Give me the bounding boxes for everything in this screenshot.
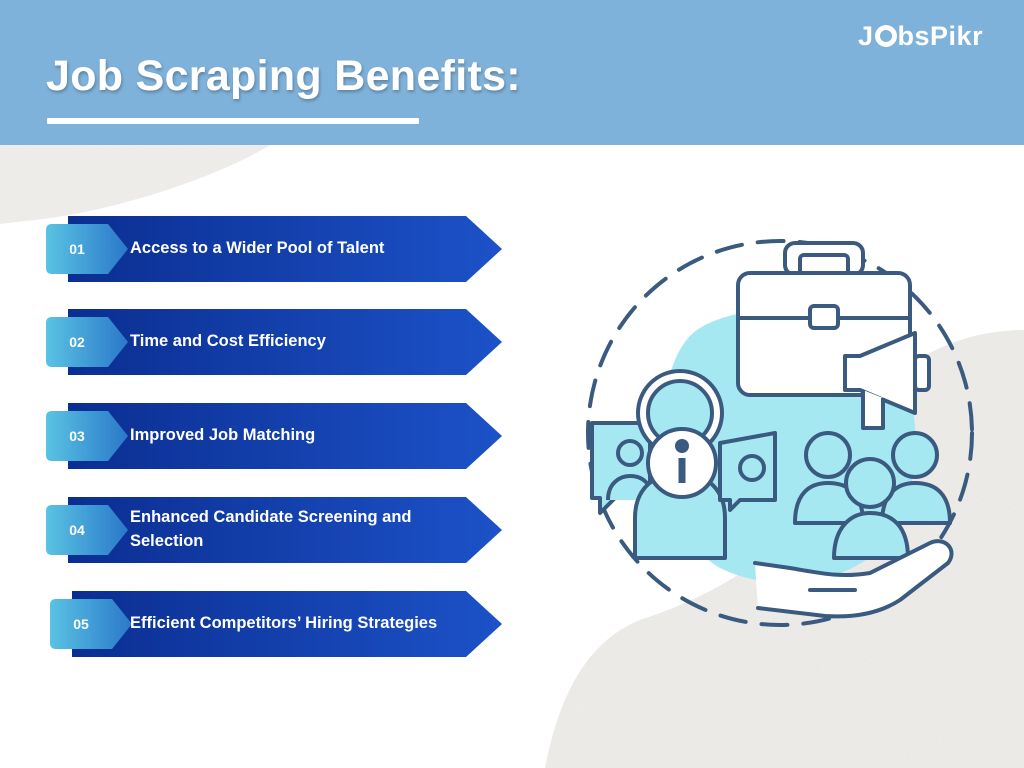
benefit-number: 04 — [69, 522, 85, 538]
benefit-label: Access to a Wider Pool of Talent — [130, 239, 385, 258]
benefit-label: Improved Job Matching — [130, 426, 316, 445]
info-icon — [633, 369, 777, 560]
megaphone-icon — [843, 331, 931, 430]
hand-icon — [753, 539, 954, 619]
logo-letter: J — [858, 21, 874, 51]
chat-bubble-icon — [590, 421, 654, 515]
benefit-label: Time and Cost Efficiency — [130, 332, 326, 351]
benefit-item: 03 Improved Job Matching — [46, 403, 504, 469]
recruitment-illustration — [586, 239, 974, 627]
benefit-item: 01 Access to a Wider Pool of Talent — [46, 216, 504, 282]
benefit-item: 05 Efficient Competitors’ Hiring Strateg… — [50, 591, 508, 657]
globe-icon — [874, 25, 897, 47]
team-icon — [793, 431, 952, 560]
benefit-number: 05 — [73, 616, 89, 632]
benefit-item: 04 Enhanced Candidate Screening and Sele… — [46, 497, 504, 563]
benefit-number: 03 — [69, 428, 85, 444]
benefit-label: Efficient Competitors’ Hiring Strategies — [130, 614, 438, 633]
logo-text: bsPikr — [897, 21, 984, 51]
dashed-ring — [586, 239, 974, 627]
benefit-number: 02 — [69, 334, 85, 350]
benefit-label: Enhanced Candidate Screening and Selecti… — [130, 508, 412, 550]
title-underline — [47, 118, 419, 124]
benefit-item: 02 Time and Cost Efficiency — [46, 309, 504, 375]
benefit-number: 01 — [69, 241, 85, 257]
page-title: Job Scraping Benefits: — [46, 52, 521, 100]
